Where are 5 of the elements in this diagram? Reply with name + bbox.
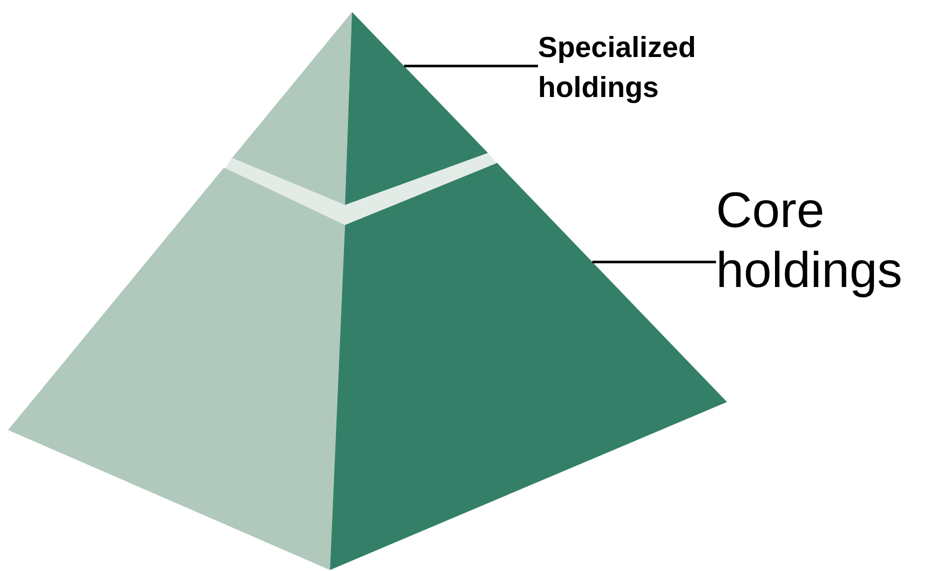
leader-line [404, 64, 538, 68]
pyramid-top-tier [225, 12, 497, 225]
leader-line [592, 260, 716, 264]
tier-label: Specialized holdings [538, 28, 728, 108]
tier-label: Core holdings [716, 180, 928, 300]
